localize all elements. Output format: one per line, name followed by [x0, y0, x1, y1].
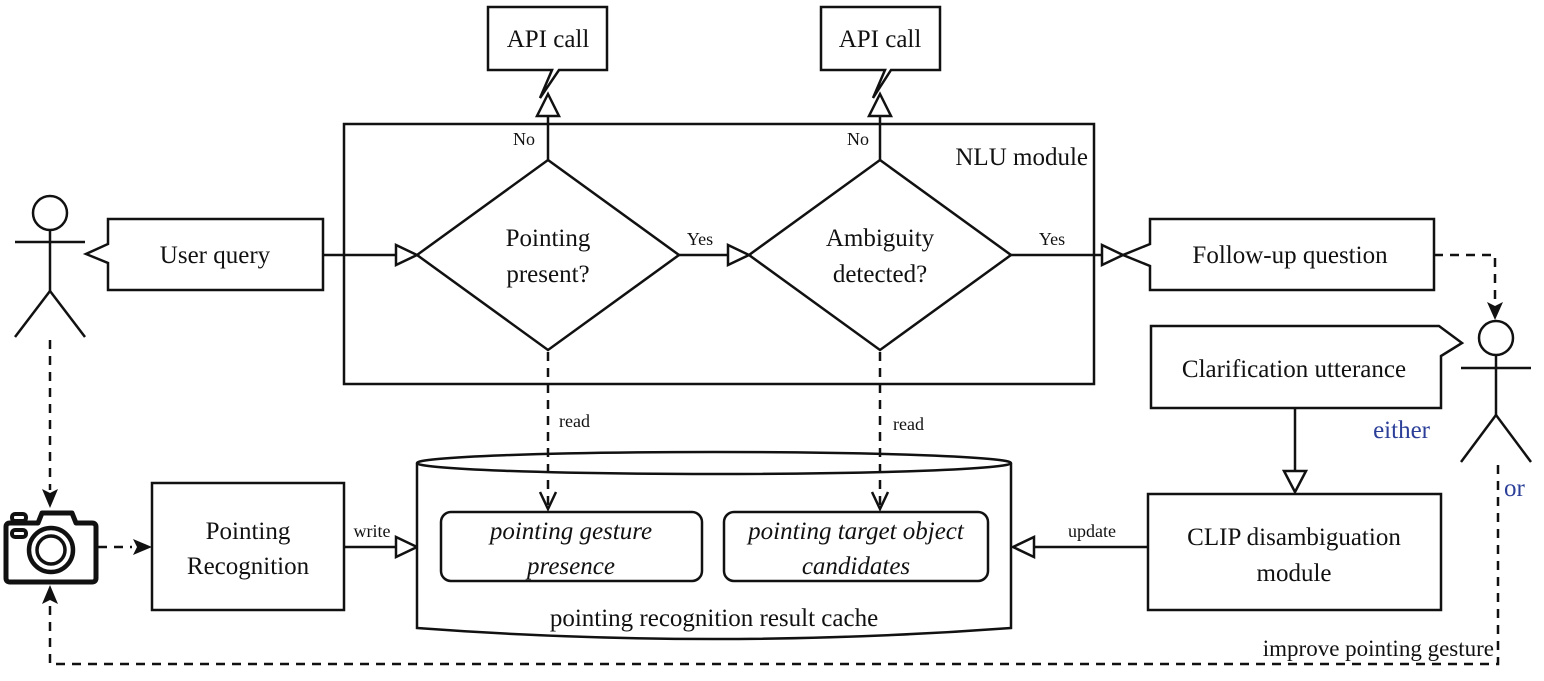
- clarification-utterance-box: Clarification utterance: [1149, 324, 1465, 410]
- update-label: update: [1068, 521, 1116, 541]
- pointing-recognition-box: Pointing Recognition: [150, 481, 346, 612]
- arrowhead-actor: [1487, 302, 1503, 320]
- arrowhead-decision-2: [726, 243, 752, 267]
- recognition-line1: Pointing: [206, 518, 291, 545]
- result-cache-cylinder: pointing recognition result cache: [415, 450, 1013, 641]
- cache-item-target-candidates: pointing target object candidates: [722, 510, 990, 583]
- arrowhead-write: [394, 535, 420, 559]
- second-actor-icon: [1459, 319, 1533, 463]
- improve-label: improve pointing gesture: [1263, 636, 1494, 661]
- recognition-line2: Recognition: [187, 553, 310, 580]
- arrowhead-camera-top: [42, 489, 58, 508]
- arrowhead-decision-1: [394, 243, 420, 267]
- cache-item-1-line2: presence: [525, 553, 615, 580]
- api-call-box-1: API call: [486, 5, 609, 99]
- either-label: either: [1373, 417, 1431, 444]
- arrowhead-camera-bottom: [42, 585, 58, 604]
- cache-item-gesture-presence: pointing gesture presence: [439, 510, 704, 583]
- decision-2-line1: Ambiguity: [826, 225, 935, 252]
- decision-2-line2: detected?: [833, 261, 927, 288]
- api-call-box-2: API call: [819, 5, 942, 99]
- arrowhead-api-2: [866, 91, 894, 118]
- follow-up-to-actor-line: [1434, 253, 1497, 305]
- clip-line1: CLIP disambiguation: [1187, 524, 1401, 551]
- arrowhead-recognition: [133, 539, 152, 555]
- decision-1-line2: present?: [506, 261, 589, 288]
- decision-pointing-present: Pointing present?: [414, 158, 682, 352]
- arrowhead-read-2: [870, 491, 890, 512]
- cache-item-1-line1: pointing gesture: [488, 518, 652, 545]
- arrowhead-read-1: [538, 491, 558, 512]
- cache-label: pointing recognition result cache: [550, 605, 878, 632]
- improve-gesture-loop-line: [48, 465, 1500, 666]
- arrowhead-clip: [1281, 469, 1309, 495]
- no-label-1: No: [513, 129, 535, 149]
- clip-line2: module: [1257, 560, 1332, 587]
- follow-up-label: Follow-up question: [1192, 242, 1388, 269]
- camera-icon: [3, 510, 99, 585]
- clarification-label: Clarification utterance: [1182, 356, 1406, 383]
- arrowhead-update: [1010, 535, 1036, 559]
- nlu-module-label: NLU module: [955, 144, 1088, 171]
- user-query-box: User query: [82, 217, 325, 292]
- yes-label-2: Yes: [1039, 229, 1065, 249]
- user-actor-icon: [14, 194, 86, 338]
- yes-label-1: Yes: [687, 229, 713, 249]
- or-label: or: [1504, 475, 1526, 502]
- cache-item-2-line1: pointing target object: [746, 518, 965, 545]
- decision-ambiguity-detected: Ambiguity detected?: [746, 158, 1014, 352]
- api-call-label-2: API call: [839, 26, 922, 53]
- follow-up-question-box: Follow-up question: [1119, 217, 1436, 292]
- read-label-2: read: [893, 414, 924, 434]
- user-query-label: User query: [160, 242, 271, 269]
- arrowhead-follow-up: [1100, 243, 1126, 267]
- clip-disambiguation-module: CLIP disambiguation module: [1146, 492, 1443, 612]
- decision-1-line1: Pointing: [506, 225, 591, 252]
- no-label-2: No: [847, 129, 869, 149]
- read-label-1: read: [559, 411, 590, 431]
- arrowhead-api-1: [534, 91, 562, 118]
- write-label: write: [354, 521, 391, 541]
- cache-item-2-line2: candidates: [802, 553, 910, 580]
- api-call-label-1: API call: [507, 26, 590, 53]
